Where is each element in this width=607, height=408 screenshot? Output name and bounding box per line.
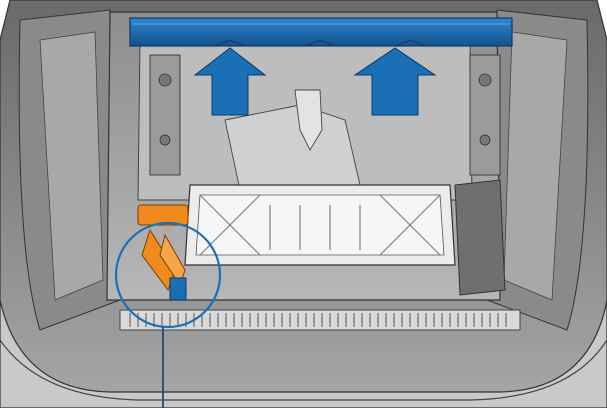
- bumper-panel: [0, 299, 607, 408]
- left-wall-trim: [39, 31, 104, 301]
- sill-grille: [119, 309, 521, 331]
- storage-tray: [184, 184, 456, 266]
- right-bracket: [469, 54, 501, 176]
- lift-arrow-left: [193, 47, 267, 116]
- right-recess: [454, 179, 506, 296]
- lift-arrow-right: [353, 47, 437, 116]
- tool-holder: [137, 204, 189, 301]
- rear-panel-bracket: [294, 89, 323, 151]
- detail-circle: [114, 221, 222, 408]
- left-bracket: [149, 54, 181, 176]
- bumper-lower-edge: [0, 339, 607, 401]
- rear-panel-center-hump: [224, 104, 361, 191]
- cargo-cover-rail: [129, 17, 513, 47]
